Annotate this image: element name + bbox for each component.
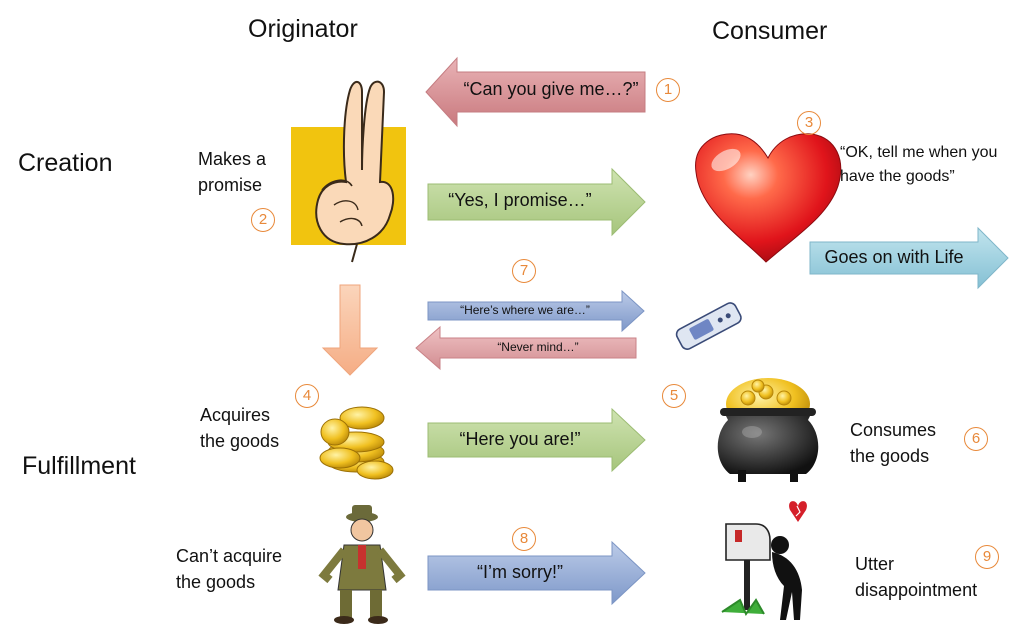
here-you-are-arrow-label: “Here you are!” [459,429,581,449]
acquires-label-line2: the goods [200,431,280,451]
progress-arrow [427,289,645,333]
sorry-arrow [427,540,646,606]
utter-label-line2: disappointment [855,580,978,600]
goes-on-arrow [809,226,1009,290]
makes-promise-label-line1: Makes a [198,149,267,169]
request-arrow-label: “Can you give me…?” [463,79,639,99]
never-mind-arrow [415,325,637,371]
step-2-badge: 2 [251,208,275,232]
column-title-consumer: Consumer [712,17,828,45]
gold-coins-icon [319,406,394,480]
step-6-badge: 6 [964,427,988,451]
makes-promise-label-line2: promise [198,175,263,195]
cant-acquire-label-line1: Can’t acquire [176,546,283,566]
consumes-label-line1: Consumes [850,420,937,440]
ok-reply-label-line1: “OK, tell me when you [840,144,998,161]
mailbox-disappointment-icon [721,501,807,620]
promise-arrow [427,167,646,237]
step-1-badge: 1 [656,78,680,102]
ok-reply-label-line2: have the goods” [840,168,955,185]
request-arrow [425,56,646,128]
row-title-fulfillment: Fulfillment [22,452,136,480]
step-5-badge: 5 [662,384,686,408]
step-4-badge: 4 [295,384,319,408]
step-7-badge: 7 [512,259,536,283]
pot-of-gold-icon [717,378,819,482]
step-8-badge: 8 [512,527,536,551]
step-9-badge: 9 [975,545,999,569]
column-title-originator: Originator [248,15,358,43]
progress-arrow-label: “Here’s where we are…” [460,303,590,317]
heart-icon [695,133,842,263]
cant-acquire-label-line2: the goods [176,572,256,592]
utter-label-line1: Utter [855,554,895,574]
row-title-creation: Creation [18,149,113,177]
sorry-arrow-label: “I’m sorry!” [477,562,563,582]
here-you-are-arrow [427,407,646,473]
consumes-label-line2: the goods [850,446,930,466]
mobile-phone-icon [675,302,742,350]
never-mind-arrow-label: “Never mind…” [497,340,579,354]
broke-man-icon [318,505,406,624]
goes-on-arrow-label: Goes on with Life [824,247,964,267]
two-finger-promise-icon [291,80,406,263]
acquires-label-line1: Acquires [200,405,271,425]
step-3-badge: 3 [797,111,821,135]
promise-arrow-label: “Yes, I promise…” [448,190,592,210]
down-arrow [321,284,379,376]
